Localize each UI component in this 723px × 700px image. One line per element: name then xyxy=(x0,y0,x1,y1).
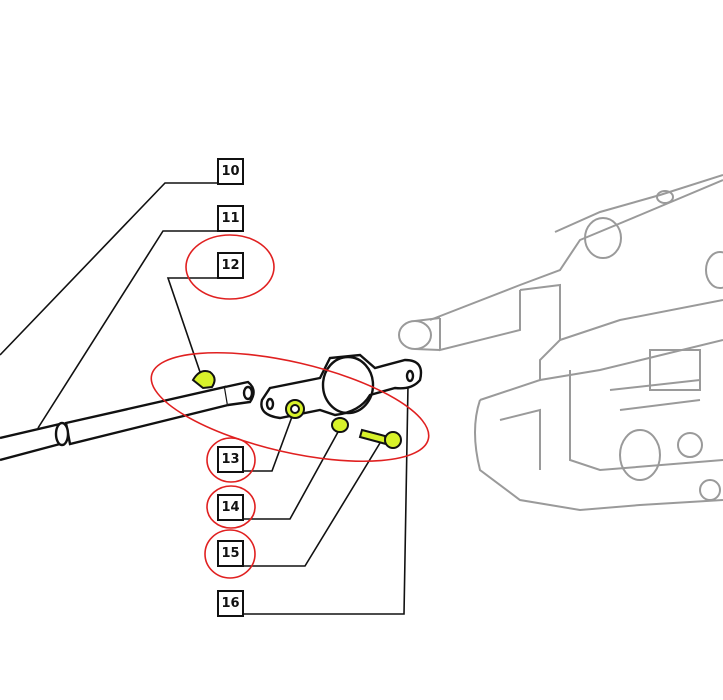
leader-15 xyxy=(243,442,381,567)
callout-16: 16 xyxy=(217,590,244,617)
shift-rod xyxy=(0,380,255,462)
part-12-clip xyxy=(191,370,216,390)
callout-11: 11 xyxy=(217,205,244,232)
leader-16 xyxy=(243,384,409,615)
highlight-12 xyxy=(185,234,275,300)
highlight-assembly xyxy=(150,351,430,463)
callout-12: 12 xyxy=(217,252,244,279)
highlight-13 xyxy=(206,437,256,483)
highlighted-parts xyxy=(191,370,402,449)
highlight-15 xyxy=(204,529,256,579)
highlight-14 xyxy=(206,485,256,529)
leader-12 xyxy=(166,277,217,373)
gearbox-drawing xyxy=(398,174,723,512)
leader-11 xyxy=(37,230,217,429)
part-15-pin xyxy=(358,428,388,446)
leader-10 xyxy=(0,182,217,356)
highlight-circles xyxy=(150,234,430,579)
leader-14 xyxy=(243,431,339,520)
callout-14: 14 xyxy=(217,494,244,521)
leader-lines xyxy=(0,182,409,615)
callout-10: 10 xyxy=(217,158,244,185)
callout-15: 15 xyxy=(217,540,244,567)
callout-13: 13 xyxy=(217,446,244,473)
part-14-bushing xyxy=(331,417,349,433)
